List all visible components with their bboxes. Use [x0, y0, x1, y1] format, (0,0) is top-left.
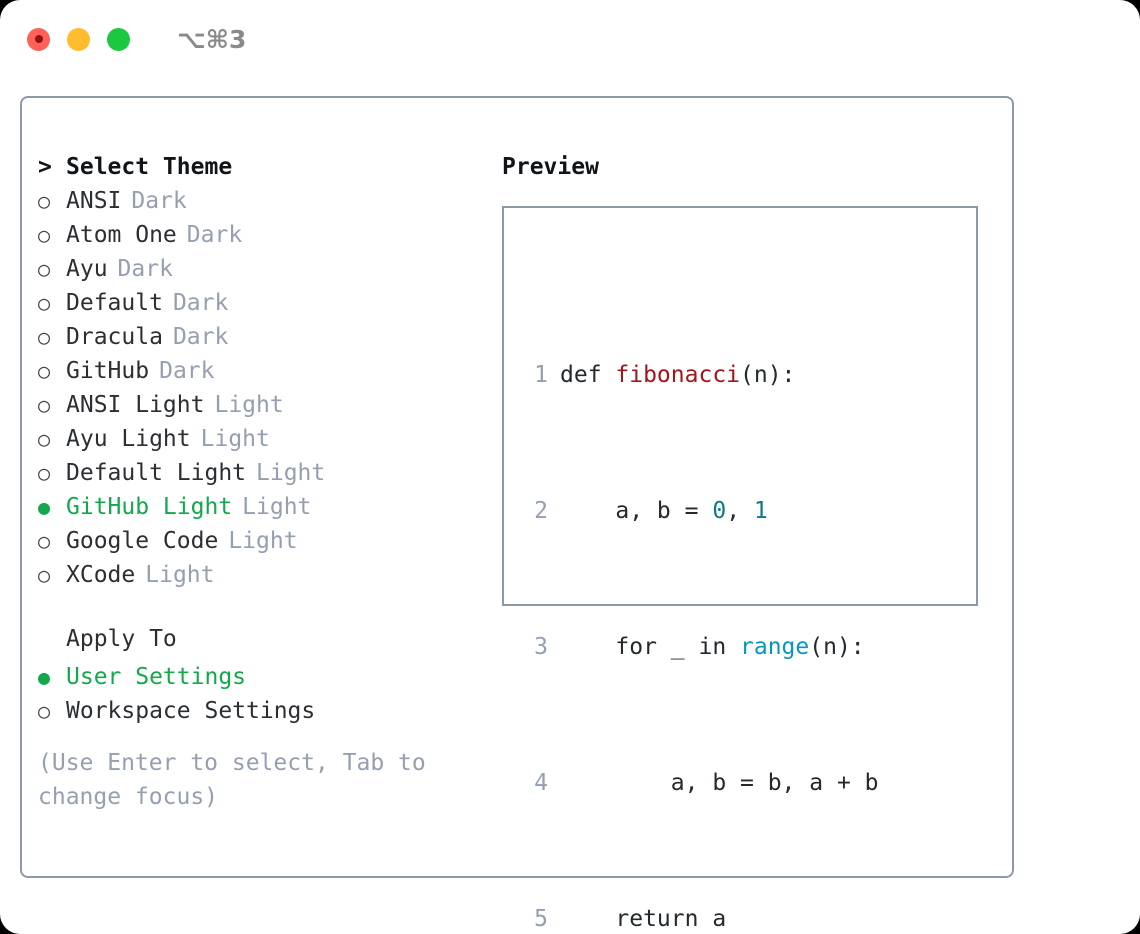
- theme-item-label: Ayu Light: [66, 426, 191, 452]
- theme-item-dracula-dark[interactable]: ○ Dracula Dark: [38, 320, 498, 354]
- line-number: 5: [534, 906, 548, 932]
- preview-pane: Preview 1 def fibonacci(n): 2 a, b = 0, …: [502, 150, 1002, 932]
- theme-item-label: Google Code: [66, 528, 219, 554]
- code-segment-builtin: range: [740, 634, 810, 660]
- line-number: 4: [534, 770, 548, 796]
- theme-picker-pane: > Select Theme ○ ANSI Dark ○ Atom One Da…: [38, 150, 498, 814]
- theme-item-label: Dracula: [66, 324, 163, 350]
- apply-to-header: Apply To: [38, 626, 498, 660]
- line-number: 2: [534, 498, 548, 524]
- theme-item-tag: Dark: [159, 358, 215, 384]
- theme-item-ayu-light[interactable]: ○ Ayu Light Light: [38, 422, 498, 456]
- theme-item-tag: Dark: [172, 290, 229, 316]
- theme-picker-header: > Select Theme: [38, 150, 498, 184]
- content-card: > Select Theme ○ ANSI Dark ○ Atom One Da…: [20, 96, 1014, 932]
- radio-unselected-icon[interactable]: ○: [38, 699, 51, 723]
- radio-unselected-icon[interactable]: ○: [38, 461, 51, 485]
- line-number: 3: [534, 634, 548, 660]
- code-line: 5 return a: [518, 902, 906, 934]
- theme-item-label: GitHub: [66, 358, 150, 384]
- code-segment: def: [560, 362, 616, 388]
- radio-unselected-icon[interactable]: ○: [38, 427, 51, 451]
- close-dot-inner: [34, 35, 43, 43]
- code-segment: (n):: [740, 362, 796, 388]
- maximize-button-icon[interactable]: [107, 27, 130, 51]
- theme-item-ansi-dark[interactable]: ○ ANSI Dark: [38, 184, 498, 218]
- theme-item-github-dark[interactable]: ○ GitHub Dark: [38, 354, 498, 388]
- title-bar: ⌥⌘3: [0, 0, 1140, 78]
- radio-unselected-icon[interactable]: ○: [38, 563, 51, 587]
- apply-to-item-label: User Settings: [66, 664, 247, 690]
- caret-icon: >: [38, 154, 52, 180]
- radio-selected-icon[interactable]: ●: [38, 495, 51, 519]
- theme-item-tag: Light: [145, 562, 215, 588]
- radio-unselected-icon[interactable]: ○: [38, 189, 51, 213]
- code-segment: return a: [560, 906, 727, 932]
- theme-item-tag: Light: [256, 460, 326, 486]
- close-button-icon[interactable]: [27, 27, 50, 51]
- radio-unselected-icon[interactable]: ○: [38, 359, 51, 383]
- code-segment: ,: [726, 498, 754, 524]
- theme-item-label: ANSI: [66, 188, 122, 214]
- code-segment: (n):: [809, 634, 865, 660]
- theme-item-tag: Light: [242, 494, 312, 520]
- theme-item-label: Default: [66, 290, 163, 316]
- apply-to-item-user-settings[interactable]: ● User Settings: [38, 660, 498, 694]
- code-segment-number: 1: [753, 498, 768, 524]
- code-segment-function: fibonacci: [615, 362, 741, 388]
- theme-item-default-light[interactable]: ○ Default Light Light: [38, 456, 498, 490]
- radio-unselected-icon[interactable]: ○: [38, 529, 51, 553]
- theme-item-tag: Dark: [186, 222, 243, 248]
- keyboard-shortcut-label: ⌥⌘3: [177, 24, 247, 54]
- radio-unselected-icon[interactable]: ○: [38, 393, 51, 417]
- radio-unselected-icon[interactable]: ○: [38, 257, 51, 281]
- traffic-light-buttons: [27, 27, 130, 51]
- theme-item-atom-one-dark[interactable]: ○ Atom One Dark: [38, 218, 498, 252]
- code-segment-number: 0: [712, 498, 727, 524]
- code-segment: a, b = b, a + b: [560, 770, 879, 796]
- theme-item-label: ANSI Light: [66, 392, 205, 418]
- theme-item-tag: Dark: [117, 256, 173, 282]
- theme-picker-header-label: Select Theme: [66, 154, 233, 180]
- theme-item-label: Ayu: [66, 256, 108, 282]
- theme-item-label: XCode: [66, 562, 136, 588]
- theme-item-ansi-light[interactable]: ○ ANSI Light Light: [38, 388, 498, 422]
- apply-to-item-label: Workspace Settings: [66, 698, 316, 724]
- theme-item-label: GitHub Light: [66, 494, 233, 520]
- apply-to-header-label: Apply To: [66, 626, 177, 652]
- code-segment: for _ in: [560, 634, 741, 660]
- preview-title: Preview: [502, 154, 599, 180]
- code-line: 2 a, b = 0, 1: [518, 494, 906, 528]
- theme-item-default-dark[interactable]: ○ Default Dark: [38, 286, 498, 320]
- apply-to-item-workspace-settings[interactable]: ○ Workspace Settings: [38, 694, 498, 728]
- theme-item-github-light[interactable]: ● GitHub Light Light: [38, 490, 498, 524]
- section-spacer: [38, 592, 498, 626]
- theme-item-google-code[interactable]: ○ Google Code Light: [38, 524, 498, 558]
- theme-item-tag: Light: [228, 528, 298, 554]
- help-text: (Use Enter to select, Tab to change focu…: [38, 750, 426, 810]
- theme-item-xcode[interactable]: ○ XCode Light: [38, 558, 498, 592]
- theme-item-ayu-dark[interactable]: ○ Ayu Dark: [38, 252, 498, 286]
- theme-item-tag: Light: [214, 392, 284, 418]
- radio-unselected-icon[interactable]: ○: [38, 291, 51, 315]
- code-preview: 1 def fibonacci(n): 2 a, b = 0, 1 3 for …: [518, 256, 906, 934]
- code-line: 4 a, b = b, a + b: [518, 766, 906, 800]
- theme-item-tag: Dark: [131, 188, 187, 214]
- theme-item-tag: Light: [200, 426, 270, 452]
- theme-item-tag: Dark: [172, 324, 229, 350]
- theme-item-label: Atom One: [66, 222, 177, 248]
- radio-unselected-icon[interactable]: ○: [38, 223, 51, 247]
- code-segment: a, b =: [560, 498, 713, 524]
- radio-selected-icon[interactable]: ●: [38, 665, 51, 689]
- minimize-button-icon[interactable]: [67, 27, 90, 51]
- code-line: 1 def fibonacci(n):: [518, 358, 906, 392]
- radio-unselected-icon[interactable]: ○: [38, 325, 51, 349]
- code-line: 3 for _ in range(n):: [518, 630, 906, 664]
- panes: > Select Theme ○ ANSI Dark ○ Atom One Da…: [22, 98, 1012, 932]
- preview-box: 1 def fibonacci(n): 2 a, b = 0, 1 3 for …: [502, 206, 978, 932]
- line-number: 1: [534, 362, 548, 388]
- theme-item-label: Default Light: [66, 460, 247, 486]
